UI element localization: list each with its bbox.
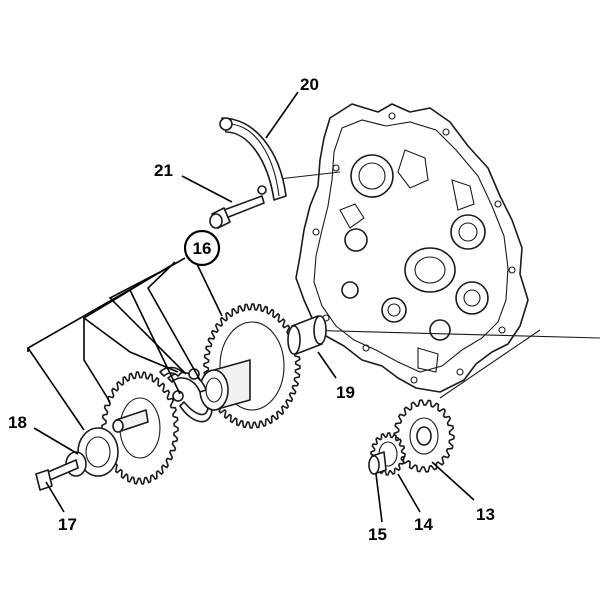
callout-16-circle	[183, 229, 221, 267]
callout-17: 17	[58, 515, 77, 534]
callout-14-label: 14	[414, 515, 433, 534]
callout-20-label: 20	[300, 75, 319, 94]
alignment-line	[299, 329, 601, 339]
chain-guide-part-20	[219, 117, 287, 201]
callout-20: 20	[300, 75, 319, 94]
callout-17-label: 17	[58, 515, 77, 534]
assembly-16-brackets	[26, 257, 223, 431]
alignment-line	[439, 329, 541, 399]
callout-15: 15	[368, 525, 387, 544]
callout-16: 16	[183, 229, 221, 267]
callout-19-label: 19	[336, 383, 355, 402]
callout-13-label: 13	[476, 505, 495, 524]
callout-21: 21	[154, 161, 173, 180]
callout-leaders	[33, 91, 475, 523]
callout-19: 19	[336, 383, 355, 402]
callout-15-label: 15	[368, 525, 387, 544]
timing-cover-housing	[295, 103, 529, 393]
callout-14: 14	[414, 515, 433, 534]
callout-18: 18	[8, 413, 27, 432]
small-gear	[101, 371, 179, 485]
bushing-part-19	[287, 315, 327, 355]
callout-21-label: 21	[154, 161, 173, 180]
large-gear	[199, 303, 301, 429]
collar-part-15	[368, 451, 387, 475]
callout-18-label: 18	[8, 413, 27, 432]
callout-13: 13	[476, 505, 495, 524]
bolt-part-21	[209, 195, 265, 229]
callout-16-label: 16	[193, 239, 212, 258]
